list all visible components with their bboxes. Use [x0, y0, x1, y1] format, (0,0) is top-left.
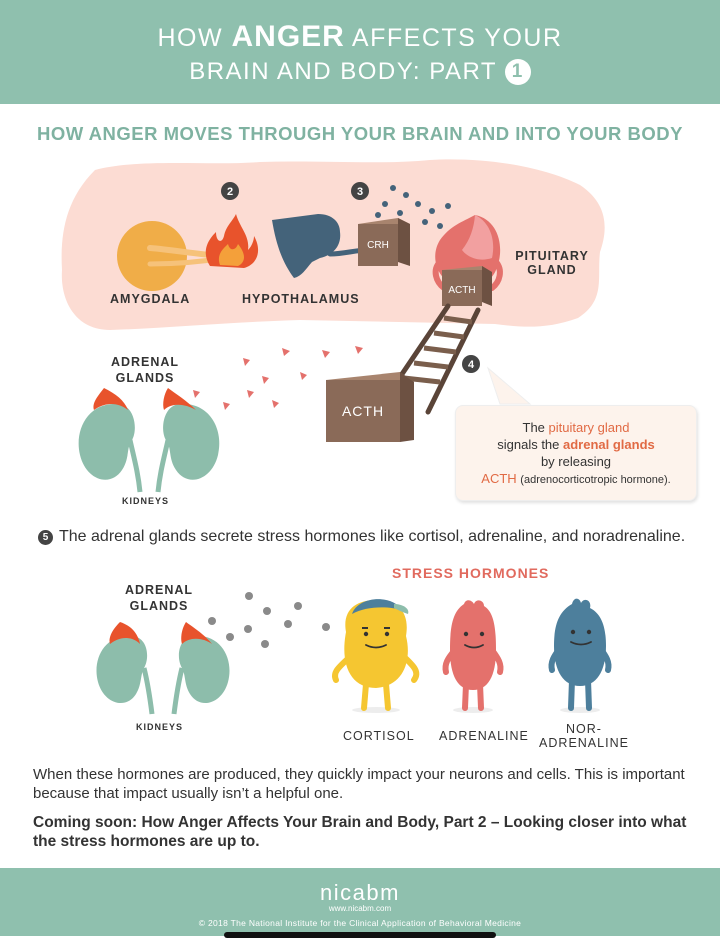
kidneys-bottom-icon: [96, 622, 230, 715]
title-line-1: HOW ANGER AFFECTS YOUR: [0, 20, 720, 54]
acth-small-box: [442, 266, 492, 306]
home-indicator-bar: [224, 932, 496, 938]
amygdala-label: AMYGDALA: [110, 292, 191, 306]
step-5-badge: 5: [38, 530, 53, 545]
adrenal-glands-label-top: ADRENAL GLANDS: [106, 354, 184, 386]
section-subtitle: HOW ANGER MOVES THROUGH YOUR BRAIN AND I…: [37, 123, 683, 144]
callout-text-the: The: [522, 420, 545, 435]
footer: nicabm www.nicabm.com © 2018 The Nationa…: [0, 868, 720, 938]
callout-line-4: ACTH (adrenocorticotropic hormone).: [456, 470, 696, 489]
illustration: 2 3 CRH ACTH: [61, 159, 612, 715]
acth-particles: [193, 346, 363, 410]
ladder: [395, 303, 481, 415]
callout-line-2: signals the adrenal glands: [456, 436, 696, 453]
adrenal-label-line2: GLANDS: [115, 371, 175, 385]
callout-pituitary: pituitary gland: [548, 420, 630, 435]
callout-acth: ACTH: [481, 471, 517, 486]
noradrenaline-line2: ADRENALINE: [539, 736, 629, 750]
noradrenaline-character: [548, 598, 612, 713]
title-bold: ANGER: [231, 20, 345, 53]
adrenal-label-line1: ADRENAL: [110, 355, 180, 369]
footer-url[interactable]: www.nicabm.com: [328, 904, 392, 913]
title-post: AFFECTS YOUR: [351, 24, 563, 52]
fire-icon: [205, 214, 259, 268]
pituitary-label-line2: GLAND: [527, 263, 577, 277]
amygdala-icon: [117, 221, 187, 291]
pituitary-label: PITUITARY GLAND: [515, 249, 589, 277]
callout-adrenal: adrenal glands: [563, 437, 655, 452]
pituitary-label-line1: PITUITARY: [515, 249, 589, 263]
hormone-dots-blue: [375, 185, 451, 229]
adrenal-bottom-line1: ADRENAL: [124, 583, 194, 597]
crh-box: [358, 218, 410, 266]
step-3-badge: [351, 182, 369, 200]
impact-paragraph: When these hormones are produced, they q…: [33, 766, 685, 802]
step-5-text: 5 The adrenal glands secrete stress hormo…: [38, 527, 698, 546]
acth-big-label: ACTH: [342, 403, 384, 419]
acth-small-label: ACTH: [448, 285, 475, 296]
coming-soon-text: Coming soon: How Anger Affects Your Brai…: [33, 814, 687, 850]
stress-hormones-title: STRESS HORMONES: [392, 565, 550, 581]
callout-pointer: [486, 366, 532, 405]
adrenaline-character: [442, 600, 504, 713]
adrenaline-label: ADRENALINE: [439, 729, 529, 743]
step-5-body: The adrenal glands secrete stress hormon…: [59, 528, 686, 545]
title-pre: HOW: [157, 24, 224, 52]
step-4-badge: [462, 355, 480, 373]
step-3-label: 3: [357, 186, 363, 198]
title-line-2: BRAIN AND BODY: PART 1: [0, 58, 720, 86]
ladder-rungs: [403, 315, 473, 385]
callout-text-signals: signals the: [497, 437, 560, 452]
adrenal-glands-label-bottom: ADRENAL GLANDS: [120, 582, 198, 614]
part-number-badge: 1: [504, 59, 531, 85]
header-banner: HOW ANGER AFFECTS YOUR BRAIN AND BODY: P…: [0, 0, 720, 104]
callout-acth-full: (adrenocorticotropic hormone).: [520, 474, 671, 486]
brand-logo: nicabm: [320, 880, 400, 905]
acth-big-box: [326, 372, 414, 442]
hypothalamus-label: HYPOTHALAMUS: [242, 292, 360, 306]
adrenal-bottom-line2: GLANDS: [129, 599, 189, 613]
cortisol-label: CORTISOL: [343, 729, 415, 743]
callout-line-1: The pituitary gland: [456, 419, 696, 436]
noradrenaline-line1: NOR-: [566, 722, 602, 736]
callout-line-3: by releasing: [540, 454, 612, 469]
cortisol-character: [332, 599, 420, 713]
step-2-label: 2: [227, 186, 233, 198]
hypothalamus-icon: [272, 214, 341, 278]
kidneys-label-bottom: KIDNEYS: [136, 722, 184, 732]
step-4-label: 4: [468, 359, 475, 371]
noradrenaline-label: NOR- ADRENALINE: [538, 722, 630, 750]
kidneys-top-icon: [78, 388, 220, 493]
pituitary-callout: The pituitary gland signals the adrenal …: [455, 405, 697, 501]
title-line2-text: BRAIN AND BODY: PART: [189, 58, 497, 85]
crh-label: CRH: [367, 240, 389, 251]
step-2-badge: [221, 182, 239, 200]
kidneys-label-top: KIDNEYS: [122, 496, 170, 506]
hormone-dots-grey: [208, 592, 330, 648]
footer-copyright: © 2018 The National Institute for the Cl…: [198, 918, 522, 928]
